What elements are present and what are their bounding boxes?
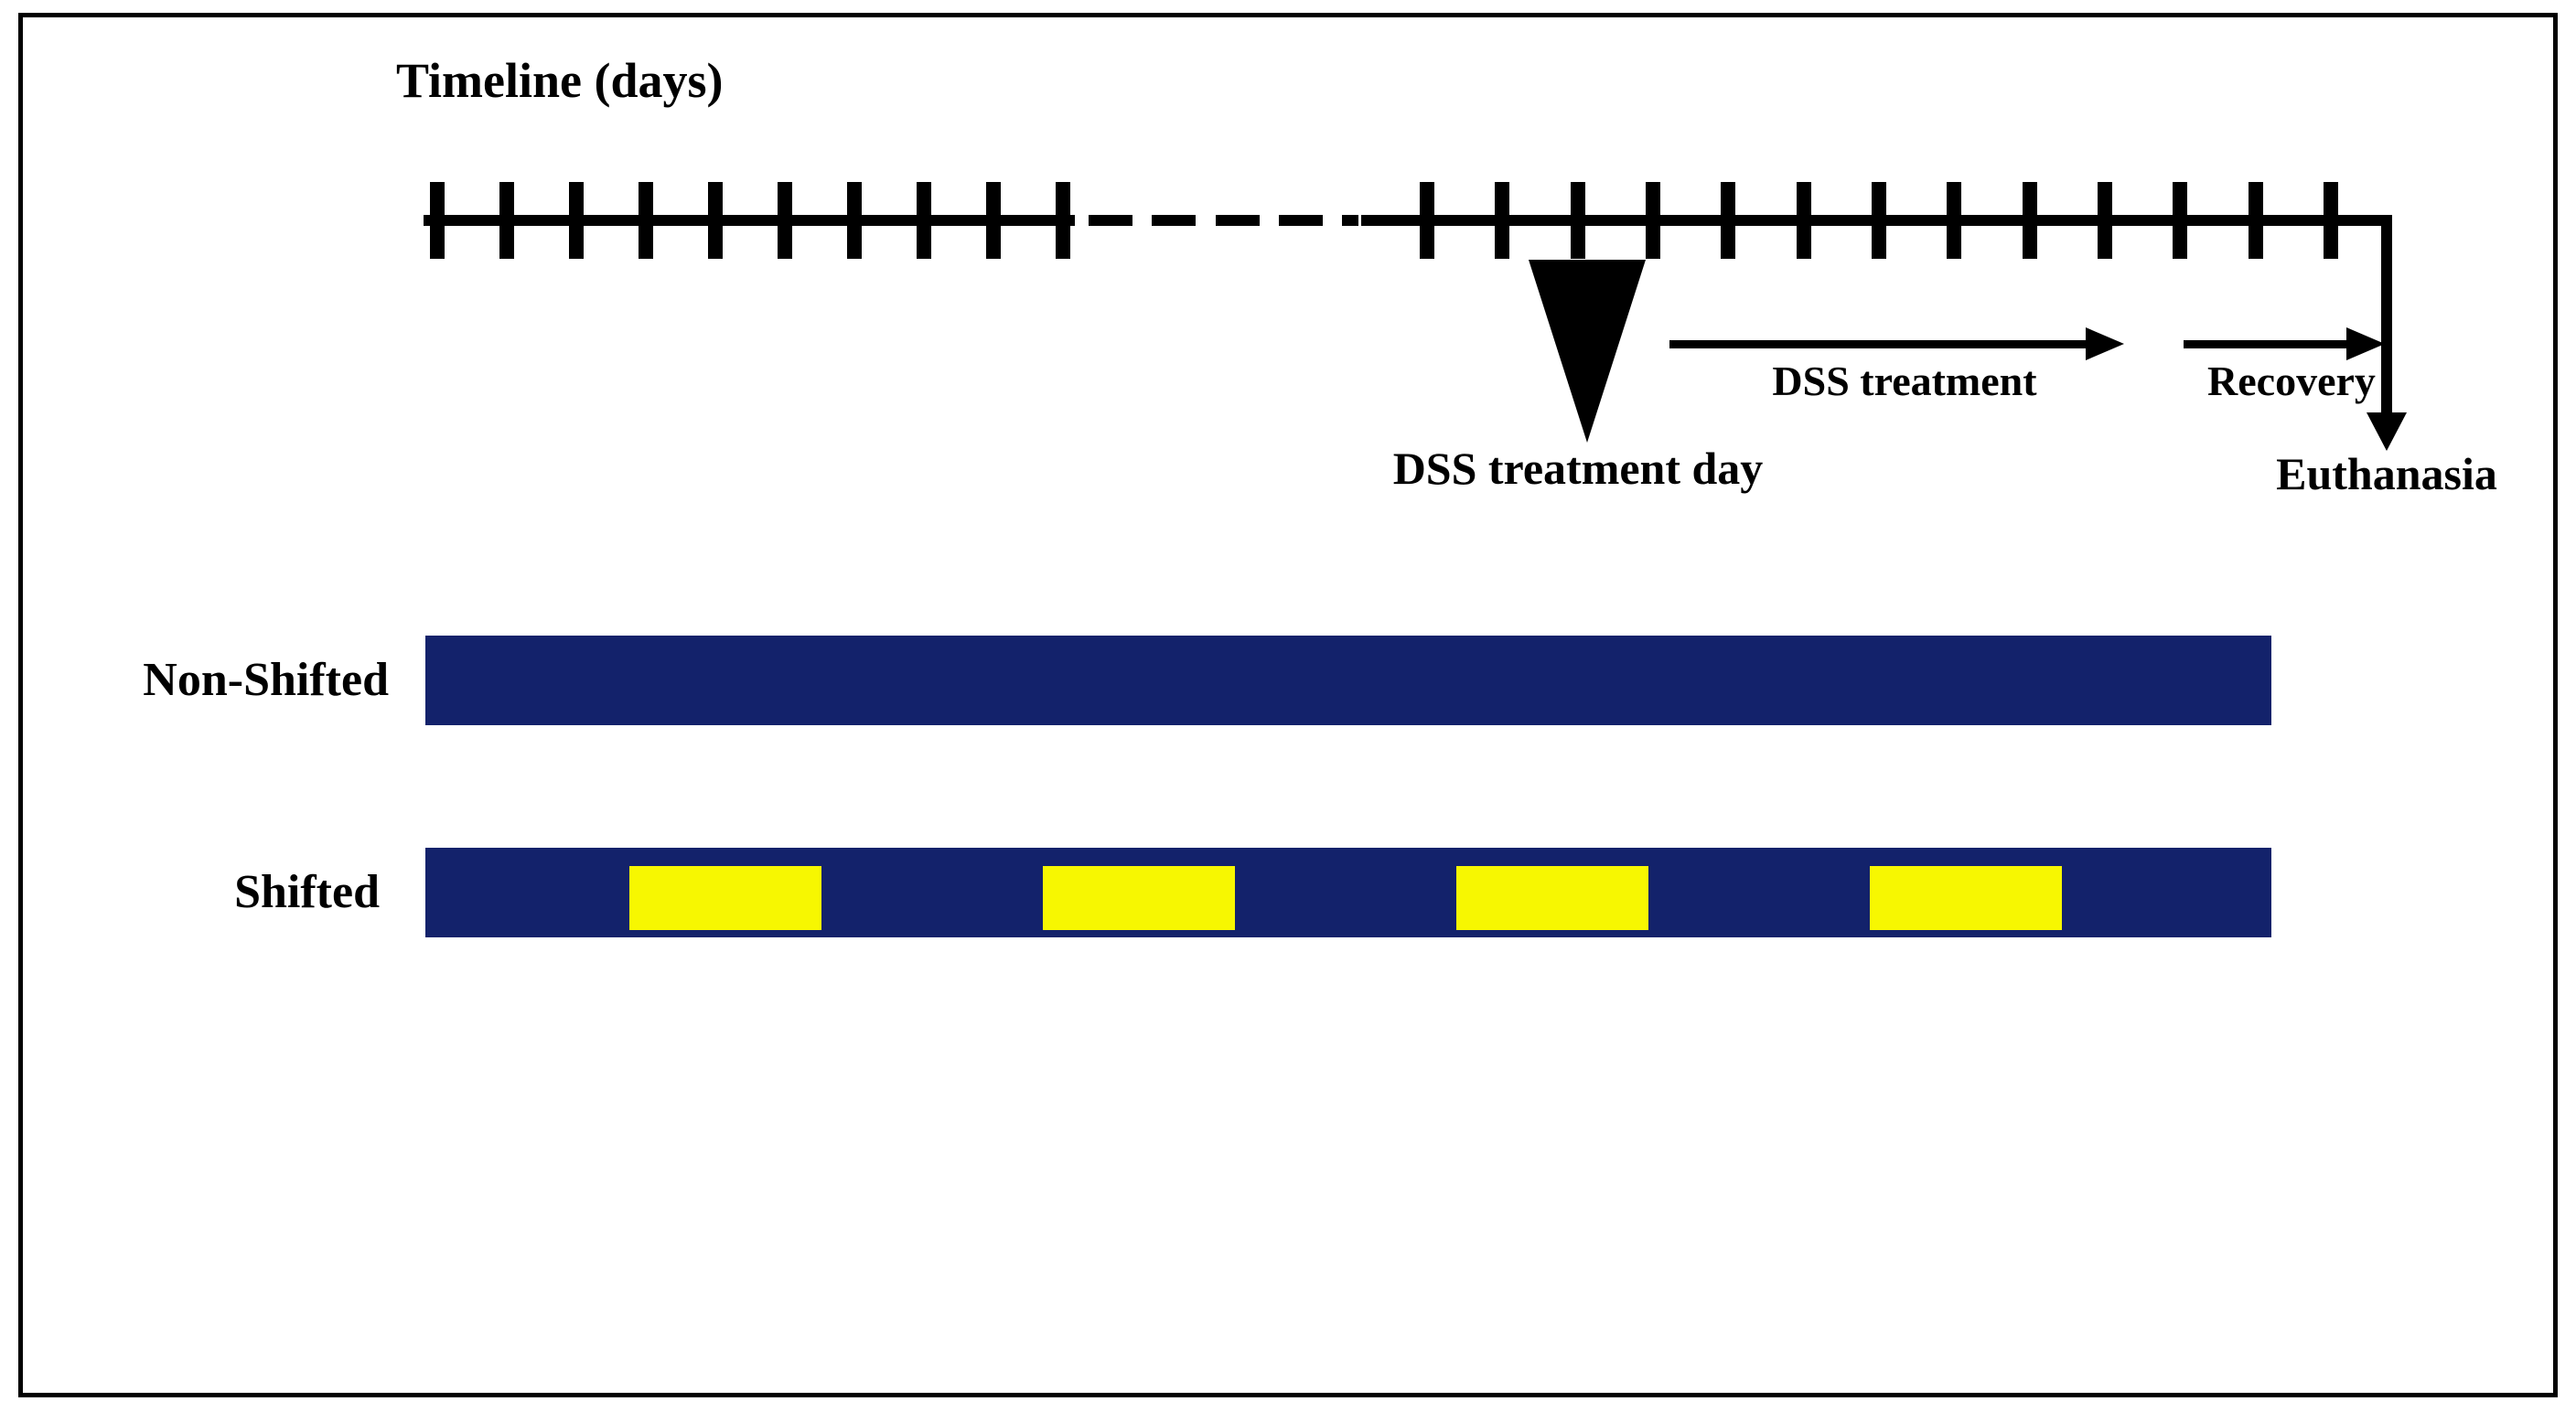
timeline-tick [1420, 182, 1434, 259]
timeline-dashed-break [1089, 215, 1358, 226]
timeline-tick [986, 182, 1001, 259]
light-phase-block [1456, 866, 1648, 930]
timeline-dash [1278, 215, 1323, 226]
euthanasia-drop-line [2381, 220, 2392, 417]
timeline-axis-segment-1 [424, 215, 1075, 226]
timeline-tick [1495, 182, 1510, 259]
timeline-dash [1089, 215, 1132, 226]
shifted-schedule-bar [425, 848, 2271, 937]
timeline-dash [1152, 215, 1197, 226]
dss-treatment-day-label: DSS treatment day [1392, 443, 1764, 494]
recovery-arrow-line [2184, 340, 2346, 348]
dss-treatment-label: DSS treatment [1772, 358, 2037, 404]
dss-treatment-arrowhead-icon [2086, 327, 2124, 360]
timeline-tick [1056, 182, 1070, 259]
timeline-tick [2323, 182, 2338, 259]
timeline-tick [1947, 182, 1962, 259]
timeline-tick-row-1 [430, 182, 1070, 259]
timeline-tick [2097, 182, 2112, 259]
row-label-shifted: Shifted [234, 866, 380, 918]
timeline-tick [1645, 182, 1660, 259]
timeline-tick [1721, 182, 1736, 259]
timeline-tick [499, 182, 514, 259]
timeline-tick [847, 182, 862, 259]
timeline-tick [1796, 182, 1811, 259]
row-label-non-shifted: Non-Shifted [143, 654, 389, 706]
recovery-arrowhead-icon [2346, 327, 2385, 360]
timeline-tick [2248, 182, 2263, 259]
down-arrow-icon [2367, 412, 2407, 451]
timeline-tick [569, 182, 584, 259]
timeline-tick [2022, 182, 2037, 259]
euthanasia-label: Euthanasia [2276, 448, 2497, 499]
light-phase-block [1043, 866, 1235, 930]
timeline-tick [778, 182, 792, 259]
timeline-tick-row-2 [1420, 182, 2338, 259]
timeline-tick [2173, 182, 2188, 259]
timeline-tick [430, 182, 445, 259]
down-triangle-marker-icon [1529, 260, 1646, 443]
dss-treatment-arrow-line [1669, 340, 2086, 348]
timeline-dash [1342, 215, 1358, 226]
timeline-dash [1215, 215, 1260, 226]
light-phase-block [1870, 866, 2062, 930]
timeline-tick [917, 182, 931, 259]
recovery-label: Recovery [2207, 358, 2376, 404]
timeline-tick [639, 182, 653, 259]
figure-border-frame: Timeline (days) DSS treatment day DSS tr… [18, 13, 2558, 1397]
timeline-tick [1570, 182, 1585, 259]
light-phase-block [629, 866, 821, 930]
timeline-tick [708, 182, 723, 259]
non-shifted-schedule-bar [425, 636, 2271, 725]
timeline-title: Timeline (days) [396, 53, 724, 108]
timeline-tick [1871, 182, 1886, 259]
